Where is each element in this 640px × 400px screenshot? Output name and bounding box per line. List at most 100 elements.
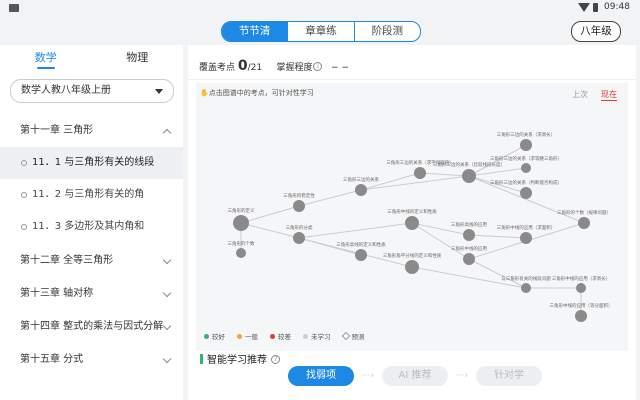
knowledge-node-label: 三角形中线的应用（求面积） <box>497 224 556 231</box>
subject-tab-math[interactable]: 数学 <box>0 45 92 71</box>
knowledge-node-dot <box>293 232 305 244</box>
knowledge-node[interactable]: 三角形三边的关系（求周长） <box>497 131 556 151</box>
knowledge-node[interactable]: 三角形的个数 <box>228 240 255 258</box>
tree-edge <box>468 258 527 289</box>
knowledge-node[interactable]: 三角形三边的关系（求字母取值） <box>386 159 454 179</box>
knowledge-node[interactable]: 三角形角平分线的定义和性质 <box>383 252 442 274</box>
map-legend: 较好 一般 较差 未学习 预测 <box>204 331 365 341</box>
knowledge-node[interactable]: 三角形的定义 <box>228 207 255 231</box>
legend-item-unlearned: 未学习 <box>303 331 331 341</box>
tree-edge <box>468 175 527 194</box>
chevron-down-icon <box>162 255 172 265</box>
knowledge-node[interactable]: 三角形三边的关系 <box>343 176 379 196</box>
knowledge-node[interactable]: 三角形中线的应用（求面积） <box>497 224 556 244</box>
knowledge-map: ✋点击图谱中的考点，可针对性学习 上次 现在 三角形的定义三角形的个数 三角形的稳… <box>196 83 628 351</box>
legend-item-ok: 一般 <box>237 331 258 341</box>
knowledge-node-dot <box>355 249 367 261</box>
knowledge-node[interactable]: 三角形中线的应用 <box>451 245 487 265</box>
knowledge-node[interactable]: 三角形中线的应用（等分面积） <box>550 302 613 322</box>
tree-edge <box>360 175 470 191</box>
arrow-right-icon: ···› <box>455 371 469 381</box>
knowledge-node-label: 三角形三边的关系（求等腰三角形） <box>490 155 562 162</box>
knowledge-node-dot <box>236 248 246 258</box>
section-item[interactable]: 11．1 与三角形有关的线段 <box>0 147 183 179</box>
tree-edge <box>468 144 527 177</box>
legend-item-predict: 预测 <box>341 331 365 341</box>
knowledge-node-dot <box>520 139 532 151</box>
total-count: /21 <box>247 63 263 73</box>
chapter-item[interactable]: 第十四章 整式的乘法与因式分解 <box>0 311 183 343</box>
knowledge-node-label: 三角形三边的关系（比较线段长度） <box>433 161 505 168</box>
caret-down-icon <box>155 89 163 94</box>
tree-edge <box>411 266 527 289</box>
info-icon[interactable]: ? <box>271 355 281 364</box>
legend-item-good: 较好 <box>204 331 225 341</box>
section-label: 11．3 多边形及其内角和 <box>32 221 145 232</box>
knowledge-node-dot <box>355 184 367 196</box>
knowledge-node-dot <box>576 283 586 293</box>
knowledge-node[interactable]: 三角形的个数（规律问题） <box>557 209 611 229</box>
tree-edge <box>411 222 470 236</box>
knowledge-node-label: 三角形三边的关系（求字母取值） <box>386 159 454 166</box>
recommend-steps: 找弱项 ···› AI 推荐 ···› 针对学 <box>288 365 542 387</box>
knowledge-node-label: 三角形的稳定性 <box>283 192 315 199</box>
subject-tab-physics[interactable]: 物理 <box>126 51 149 64</box>
knowledge-node-label: 三角形三边的关系（判断能否构成） <box>490 179 562 186</box>
clock: 09:48 <box>604 2 630 12</box>
knowledge-node-dot <box>575 310 587 322</box>
tree-edge <box>411 222 470 260</box>
legend-item-bad: 较差 <box>270 331 291 341</box>
knowledge-node[interactable]: 三角形高线的定义和性质 <box>336 241 386 261</box>
chevron-down-icon <box>162 321 172 331</box>
knowledge-node-dot <box>233 215 249 231</box>
tab-zhangzhanglian[interactable]: 章章练 <box>287 22 353 41</box>
wifi-icon <box>578 3 590 12</box>
knowledge-node-dot <box>405 216 419 230</box>
prev-toggle[interactable]: 上次 <box>572 90 588 99</box>
knowledge-node[interactable]: 三角形的稳定性 <box>283 192 315 212</box>
tree-edge <box>298 189 362 207</box>
arrow-right-icon: ···› <box>361 371 375 381</box>
knowledge-node[interactable]: 三角形中线的应用（求周长） <box>552 275 611 293</box>
knowledge-node-dot <box>521 283 531 293</box>
book-select-value: 数学人教八年级上册 <box>21 85 111 96</box>
covered-count: 0 <box>237 58 248 74</box>
now-toggle[interactable]: 现在 <box>601 90 617 101</box>
targeted-study-button[interactable]: 针对学 <box>476 366 542 386</box>
status-bar: 09:48 <box>0 0 640 16</box>
map-hint: ✋点击图谱中的考点，可针对性学习 <box>200 89 314 97</box>
circle-icon <box>21 224 27 230</box>
book-select[interactable]: 数学人教八年级上册 <box>10 79 174 103</box>
knowledge-node-dot <box>462 169 476 183</box>
info-icon[interactable]: i <box>313 62 323 71</box>
battery-icon <box>593 3 598 12</box>
knowledge-node[interactable]: 与三角形有关的线段问题 <box>501 275 551 293</box>
chapter-item[interactable]: 第十三章 轴对称 <box>0 278 183 310</box>
tree-edge <box>468 175 585 224</box>
knowledge-node[interactable]: 三角形三边的关系（求等腰三角形） <box>490 155 562 173</box>
chevron-down-icon <box>162 288 172 298</box>
knowledge-node[interactable]: 三角形三边的关系（比较线段长度） <box>433 161 505 183</box>
tab-jiejieqing[interactable]: 节节清 <box>222 22 288 41</box>
chapter-item[interactable]: 第十五章 分式 <box>0 344 183 376</box>
grade-selector[interactable]: 八年级 <box>571 21 621 42</box>
find-weakness-button[interactable]: 找弱项 <box>288 366 354 386</box>
section-item[interactable]: 11．3 多边形及其内角和 <box>0 211 183 243</box>
section-item[interactable]: 11．2 与三角形有关的角 <box>0 179 183 211</box>
knowledge-node-dot <box>520 232 532 244</box>
tree-edge <box>468 167 527 177</box>
knowledge-node[interactable]: 三角形高线的应用 <box>451 221 487 241</box>
knowledge-node[interactable]: 三角形的分类 <box>286 224 313 244</box>
knowledge-node[interactable]: 三角形三边的关系（判断能否构成） <box>490 179 562 199</box>
sidebar: 数学 物理 数学人教八年级上册 第十一章 三角形 11．1 与三角形有关的线段 … <box>0 45 183 400</box>
chapter-label: 第十四章 整式的乘法与因式分解 <box>20 321 164 332</box>
ai-recommend-button[interactable]: AI 推荐 <box>382 366 448 386</box>
coverage-label: 覆盖考点 <box>199 63 236 73</box>
chapter-item[interactable]: 第十一章 三角形 <box>0 115 183 147</box>
tab-jieduance[interactable]: 阶段测 <box>353 22 420 41</box>
chapter-item[interactable]: 第十二章 全等三角形 <box>0 245 183 277</box>
knowledge-node[interactable]: 三角形中线的定义和性质 <box>387 208 437 230</box>
